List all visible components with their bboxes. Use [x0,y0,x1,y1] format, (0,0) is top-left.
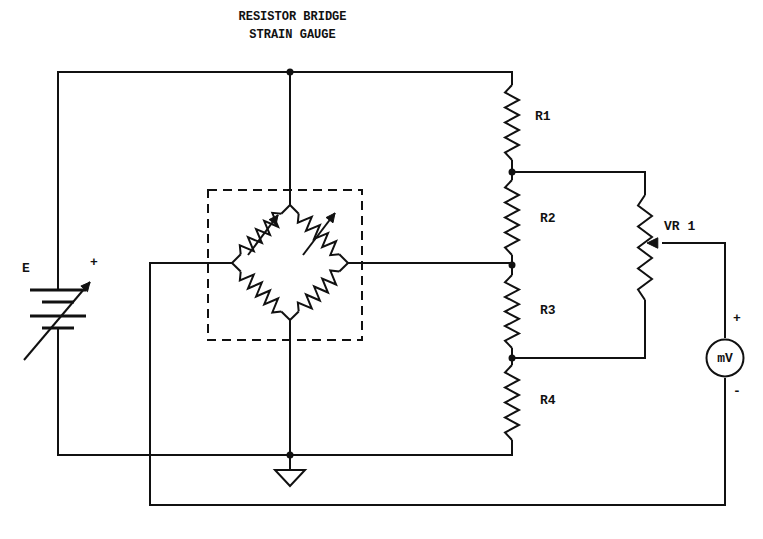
resistor-symbol [505,85,519,160]
component-label: R4 [540,394,556,409]
arrow-head [647,238,658,248]
wire [512,172,645,195]
resistor-symbol [505,180,519,255]
wire [339,254,348,263]
wire [232,263,241,272]
component-label: R1 [535,110,551,125]
wire [150,263,725,505]
wire [58,340,512,455]
meter-label: mV [717,351,733,366]
meter-circle: mV [705,338,745,378]
wire [290,205,299,214]
arrow-head [269,215,278,225]
resistor-symbol [298,214,339,255]
wire [290,311,299,320]
resistor-symbol [505,275,519,348]
wire [662,243,725,338]
resistor-symbol [240,272,281,313]
wire [281,311,290,320]
meter-ring [707,340,744,377]
wire [281,205,290,214]
polarity-mark: - [733,385,741,400]
polarity-mark: + [733,312,741,327]
dashed-housing [208,190,362,340]
resistor-symbol [298,271,339,312]
wire [348,262,512,264]
variable-arrow [248,215,278,255]
battery-plate [42,301,74,304]
component-label: VR 1 [664,220,695,235]
component-label: R3 [540,304,556,319]
component-label: R2 [540,212,556,227]
battery-plate [30,289,86,292]
wire [57,328,59,340]
junction-dot [287,452,294,459]
wire [289,320,291,470]
diagram-title: RESISTOR BRIDGE STRAIN GAUGE [230,8,355,44]
wire [232,254,241,263]
resistor-symbol [240,213,281,254]
source-label: E [22,262,30,277]
battery-plate [30,315,86,318]
arrow-head [326,213,335,223]
ground-symbol [275,470,305,486]
variable-arrow [24,282,90,360]
variable-arrow [303,213,335,255]
resistor-symbol [505,365,519,440]
polarity-mark: + [90,256,98,271]
resistor-symbol [638,195,652,300]
wire [511,172,513,180]
wire [289,72,291,205]
arrow-head [81,282,90,292]
wire [339,263,348,272]
wire [58,72,512,290]
wire [512,300,645,358]
